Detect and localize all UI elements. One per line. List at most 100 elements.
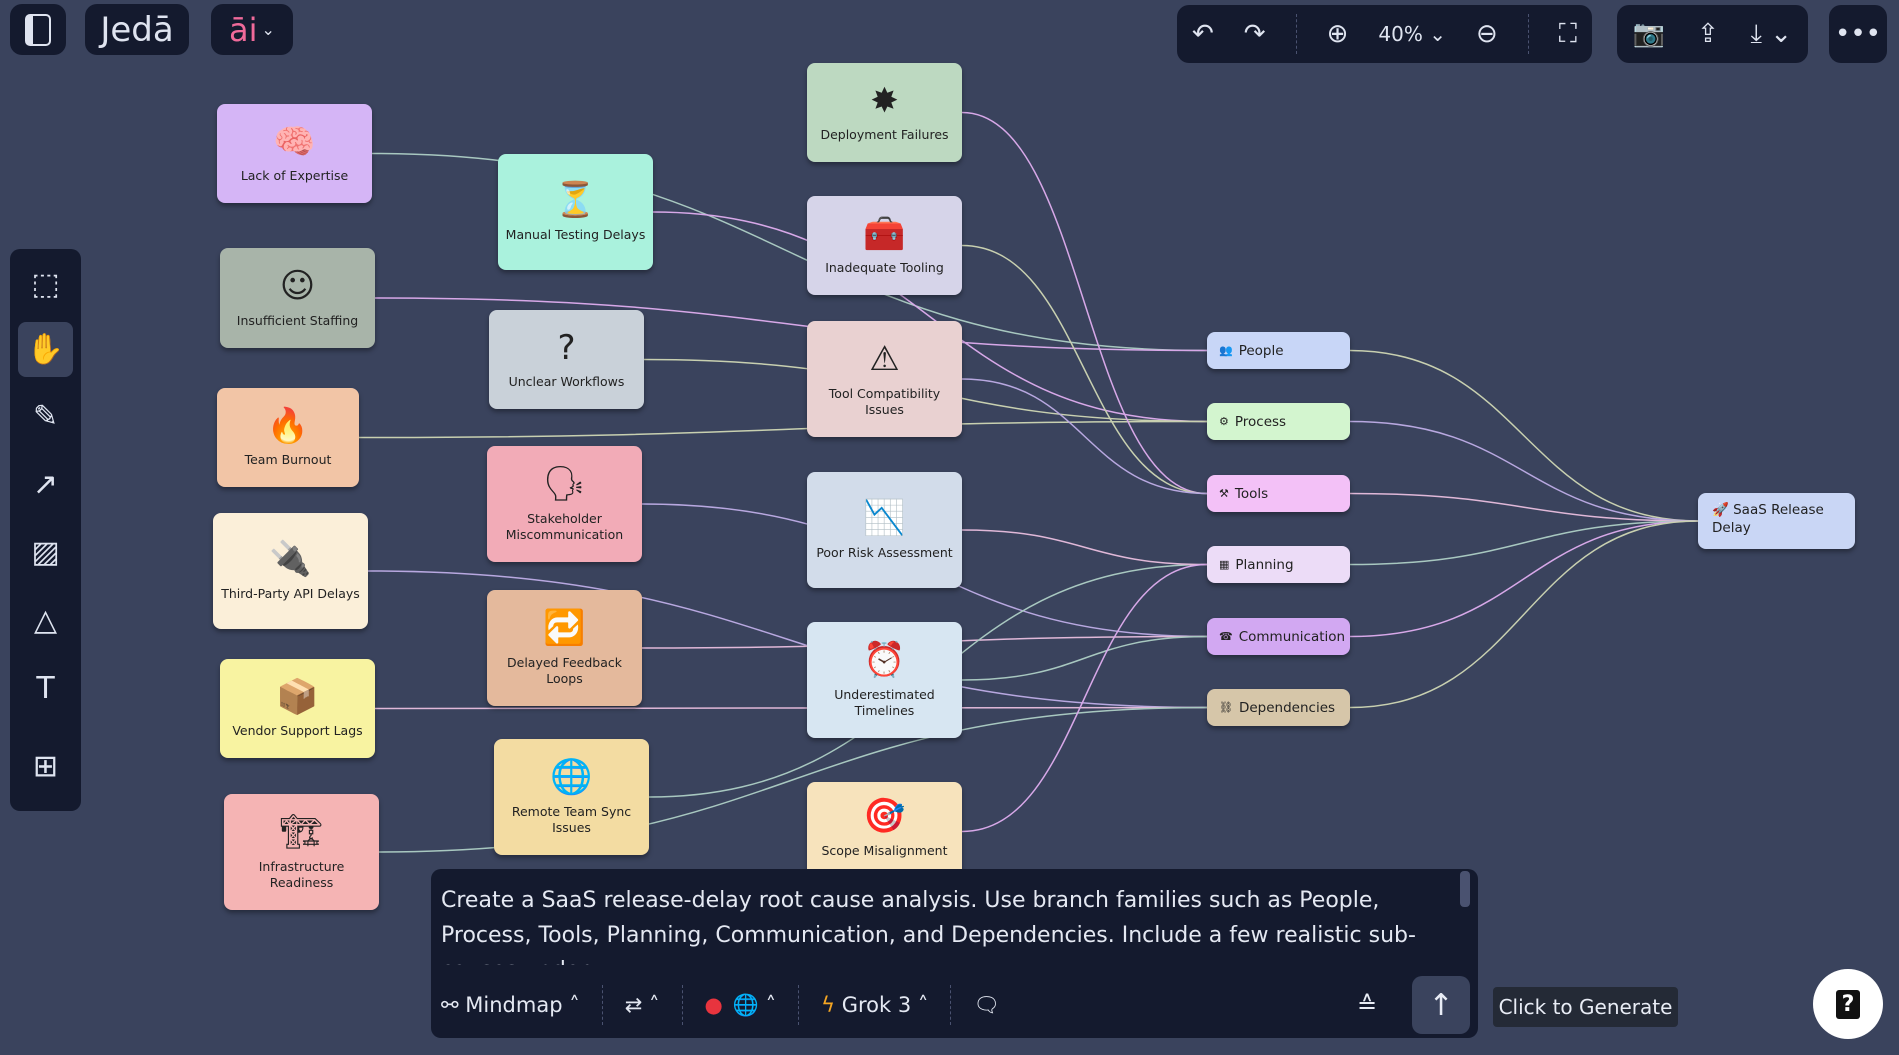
shapes-tool-icon[interactable]: △ [33,603,58,638]
branch-node-communication[interactable]: ☎Communication [1207,618,1350,655]
branch-label: Process [1234,413,1287,430]
swap-icon[interactable]: ⇄ ˄ [624,993,660,1017]
branch-node-tools[interactable]: ⚒Tools [1207,475,1350,512]
cause-node[interactable]: 🔥Team Burnout [217,388,359,487]
templates-tool-icon[interactable]: ⊞ [32,749,59,784]
connector-people-root [1349,349,1699,522]
record-dot-icon[interactable]: ● [704,993,723,1017]
branch-node-people[interactable]: 👥 People [1207,332,1350,369]
communication-icon: ☎ [1219,630,1233,643]
mode-label: Mindmap [465,993,563,1017]
cause-label: Poor Risk Assessment [816,544,953,560]
cause-node[interactable]: 📉 Poor Risk Assessment [807,472,962,588]
hand-tool-icon[interactable]: ✋ [18,322,73,377]
branch-node-planning[interactable]: ▦Planning [1207,546,1350,583]
text-tool-icon[interactable]: T [36,671,55,706]
rocket-icon: 🚀 [1712,502,1729,518]
cause-label: Tool Compatibility Issues [828,385,941,418]
arrow-tool-icon[interactable]: ↗ [32,467,59,502]
cause-icon: 📉 [863,498,906,539]
redo-icon[interactable]: ↷ [1243,19,1266,49]
cause-node[interactable]: 🧰 Inadequate Tooling [807,196,962,295]
cause-node[interactable]: 🔁Delayed Feedback Loops [487,590,642,706]
model-dropdown[interactable]: ϟ Grok 3 ˄ [821,993,929,1017]
cause-node[interactable]: 📦 Vendor Support Lags [220,659,375,758]
cause-icon: 🌐 [550,756,593,797]
brand-logo[interactable]: Jedā [85,4,189,55]
branch-node-process[interactable]: ⚙Process [1207,403,1350,440]
fullscreen-icon[interactable]: ⛶ [1558,18,1577,49]
branch-label: Dependencies [1238,699,1336,716]
more-icon: ••• [1834,19,1881,49]
tools-icon: ⚒ [1219,487,1229,500]
cause-label: Inadequate Tooling [825,260,944,276]
branch-node-dependencies[interactable]: ⛓Dependencies [1207,689,1350,726]
branch-label: Planning [1235,556,1294,573]
connector-c3-process [358,420,1208,439]
prompt-input[interactable]: Create a SaaS release-delay root cause a… [441,888,1416,965]
cause-icon: ✸ [870,80,899,121]
cause-label: Stakeholder Miscommunication [505,510,624,543]
cause-icon: ? [557,327,576,368]
cause-icon: 🎯 [863,796,906,836]
camera-icon[interactable]: 📷 [1632,19,1666,49]
image-tool-icon[interactable]: ▨ [31,535,60,570]
cause-node[interactable]: 🎯Scope Misalignment [807,782,962,881]
cause-label: Third-Party API Delays [221,585,360,601]
sidebar-toggle-button[interactable] [10,4,66,55]
left-toolbar: ⬚ ✋ ✎ ↗ ▨ △ T ⊞ [10,249,81,811]
ai-label: āi [229,10,258,49]
generate-button[interactable]: ↑ [1412,976,1470,1034]
cause-node[interactable]: ? Unclear Workflows [489,310,644,409]
chat-icon[interactable]: 🗨 [973,992,1001,1017]
cause-node[interactable]: ⏰Underestimated Timelines [807,622,962,738]
cause-node[interactable]: ☺Insufficient Staffing [220,248,375,348]
cause-node[interactable]: ⏳Manual Testing Delays [498,154,653,270]
cause-icon: 🧰 [863,213,906,254]
cause-label: Team Burnout [244,452,332,468]
ai-menu-button[interactable]: āi⌄ [211,4,293,55]
help-icon: ? [1835,989,1861,1019]
help-button[interactable]: ? [1813,969,1883,1039]
select-tool-icon[interactable]: ⬚ [31,267,60,302]
prompt-panel: Create a SaaS release-delay root cause a… [431,869,1478,1038]
cause-label: Underestimated Timelines [834,686,935,719]
cause-node[interactable]: ⚠Tool Compatibility Issues [807,321,962,437]
download-icon[interactable]: ⤓ ⌄ [1750,18,1793,49]
collapse-icon[interactable]: ≙ [1357,991,1378,1019]
root-label: SaaS Release Delay [1712,502,1824,537]
cause-node[interactable]: 🏗Infrastructure Readiness [224,794,379,910]
cause-node[interactable]: 🌐 Remote Team Sync Issues [494,739,649,855]
branch-label: People [1238,342,1284,359]
cause-label: Remote Team Sync Issues [511,803,632,836]
cause-node[interactable]: 🗣Stakeholder Miscommunication [487,446,642,562]
cause-label: Unclear Workflows [508,374,625,390]
connector-planning-root [1349,520,1699,566]
cause-node[interactable]: 🔌 Third-Party API Delays [213,513,368,629]
zoom-out-icon[interactable]: ⊖ [1475,19,1498,49]
mode-dropdown[interactable]: ⚯ Mindmap ˄ [441,993,580,1017]
cause-node[interactable]: 🧠Lack of Expertise [217,104,372,203]
web-search-icon[interactable]: 🌐 ˄ [732,992,777,1017]
cause-node[interactable]: ✸ Deployment Failures [807,63,962,162]
zoom-level-dropdown[interactable]: 40% ⌄ [1378,22,1446,46]
more-button[interactable]: ••• [1829,5,1887,63]
zoom-in-icon[interactable]: ⊕ [1326,19,1349,49]
sidebar-toggle-icon [25,13,51,46]
connector-c15-planning [961,529,1208,566]
undo-icon[interactable]: ↶ [1192,19,1214,49]
cause-icon: 🔌 [269,539,312,580]
model-label: Grok 3 [841,993,912,1017]
cause-label: Vendor Support Lags [232,723,363,739]
brand-text: Jedā [100,9,174,50]
share-icon[interactable]: ⇪ [1697,19,1719,49]
prompt-scrollbar[interactable] [1460,871,1470,907]
pen-tool-icon[interactable]: ✎ [32,399,59,434]
export-toolbar: 📷 ⇪ ⤓ ⌄ [1617,5,1808,63]
cause-label: Deployment Failures [820,127,949,143]
connector-c14-tools [961,378,1208,495]
mindmap-root-node[interactable]: 🚀 SaaS Release Delay [1698,493,1855,549]
generate-tooltip: Click to Generate [1493,987,1678,1027]
people-icon: 👥 [1219,344,1233,357]
cause-icon: 📦 [276,676,319,717]
